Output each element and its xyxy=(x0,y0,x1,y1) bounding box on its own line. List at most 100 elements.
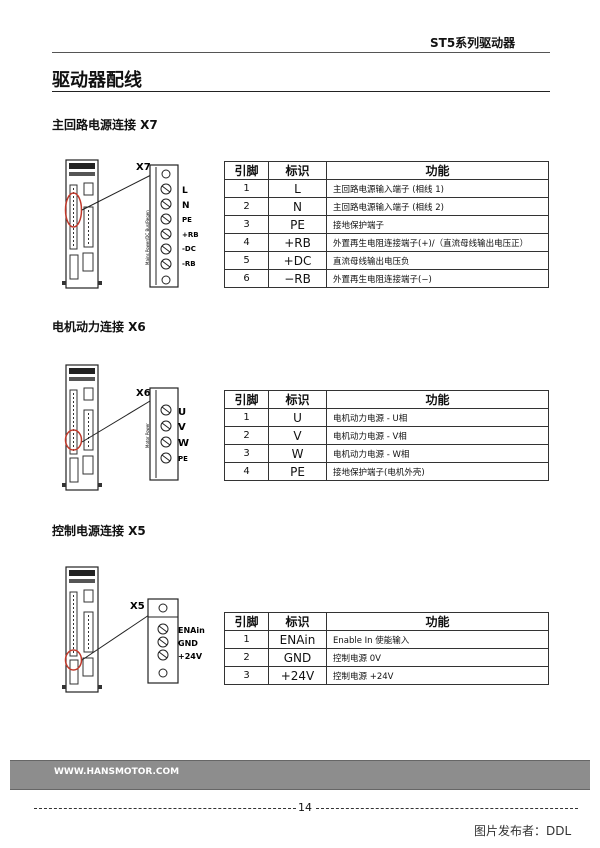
footer-dashed-rule-right xyxy=(316,808,578,809)
terminal-label: N xyxy=(182,201,190,211)
leader-line-x7 xyxy=(81,172,156,211)
terminal-label: V xyxy=(178,422,186,433)
footer-bar xyxy=(10,760,590,790)
terminal-screw-icon xyxy=(160,183,172,195)
function-cell: 控制电源 +24V xyxy=(326,666,549,685)
terminal-screw-icon xyxy=(157,636,169,648)
table-header-row: 引脚 标识 功能 xyxy=(224,161,549,180)
function-cell: 主回路电源输入端子 (相线 1) xyxy=(326,179,549,198)
connector-label-x6: X6 xyxy=(136,388,151,399)
x7-wiring-diagram: X7 Mains Power/DC Bus/Regen L N PE +RB -… xyxy=(62,159,199,289)
terminal-screw-icon xyxy=(160,436,172,448)
x6-wiring-diagram: X6 Motor Power U V W PE xyxy=(62,364,189,491)
terminal-label: +24V xyxy=(178,652,203,661)
terminal-label: -RB xyxy=(182,260,196,268)
drive-unit-x6 xyxy=(62,364,102,491)
page-title: 驱动器配线 xyxy=(52,70,142,91)
column-header: 功能 xyxy=(326,161,549,180)
function-cell: 电机动力电源 - U相 xyxy=(326,408,549,427)
column-header: 功能 xyxy=(326,390,549,409)
terminal-screw-icon xyxy=(160,213,172,225)
section-heading-x6: 电机动力连接 X6 xyxy=(52,320,146,334)
table-header-row: 引脚 标识 功能 xyxy=(224,612,549,631)
terminal-screw-icon xyxy=(157,649,169,661)
signal-cell: ENAin xyxy=(268,630,327,649)
connector-side-text-x7: Mains Power/DC Bus/Regen xyxy=(145,210,150,265)
signal-cell: GND xyxy=(268,648,327,667)
connector-label-x5: X5 xyxy=(130,601,145,612)
column-header: 引脚 xyxy=(224,390,269,409)
function-cell: 接地保护端子 xyxy=(326,215,549,234)
pin-cell: 4 xyxy=(224,233,269,252)
signal-cell: +24V xyxy=(268,666,327,685)
column-header: 标识 xyxy=(268,161,327,180)
function-cell: 控制电源 0V xyxy=(326,648,549,667)
function-cell: 直流母线输出电压负 xyxy=(326,251,549,270)
function-cell: Enable In 使能输入 xyxy=(326,630,549,649)
signal-cell: +DC xyxy=(268,251,327,270)
function-cell: 外置再生电阻连接端子(+)/（直流母线输出电压正） xyxy=(326,233,549,252)
function-cell: 电机动力电源 - V相 xyxy=(326,426,549,445)
terminal-screw-icon xyxy=(160,404,172,416)
footer-url: WWW.HANSMOTOR.COM xyxy=(54,767,180,777)
terminal-label: +RB xyxy=(182,231,199,239)
pin-cell: 4 xyxy=(224,462,269,481)
terminal-screw-icon xyxy=(160,420,172,432)
terminal-label: L xyxy=(182,186,188,196)
pin-cell: 3 xyxy=(224,444,269,463)
connector-side-text-x6: Motor Power xyxy=(145,423,150,448)
x5-wiring-diagram: X5 ENAin GND +24V xyxy=(62,566,205,693)
column-header: 引脚 xyxy=(224,612,269,631)
column-header: 标识 xyxy=(268,612,327,631)
connector-label-x7: X7 xyxy=(136,162,151,173)
terminal-label: GND xyxy=(178,639,198,648)
function-cell: 电机动力电源 - W相 xyxy=(326,444,549,463)
signal-cell: U xyxy=(268,408,327,427)
pin-cell: 1 xyxy=(224,630,269,649)
signal-cell: −RB xyxy=(268,269,327,288)
signal-cell: PE xyxy=(268,215,327,234)
drive-unit-x5 xyxy=(62,566,102,693)
signal-cell: +RB xyxy=(268,233,327,252)
terminal-screw-icon xyxy=(160,243,172,255)
highlight-circle-x5 xyxy=(64,649,83,671)
terminal-screw-icon xyxy=(160,228,172,240)
signal-cell: PE xyxy=(268,462,327,481)
function-cell: 主回路电源输入端子 (相线 2) xyxy=(326,197,549,216)
footer-dashed-rule-left xyxy=(34,808,296,809)
pin-cell: 2 xyxy=(224,197,269,216)
signal-cell: V xyxy=(268,426,327,445)
signal-cell: W xyxy=(268,444,327,463)
terminal-screw-icon xyxy=(160,258,172,270)
section-heading-x5: 控制电源连接 X5 xyxy=(52,524,146,538)
function-cell: 外置再生电阻连接端子(−) xyxy=(326,269,549,288)
terminal-label: U xyxy=(178,407,186,418)
drive-unit-x7 xyxy=(62,159,102,289)
terminal-label: ENAin xyxy=(178,626,205,635)
column-header: 标识 xyxy=(268,390,327,409)
pin-cell: 2 xyxy=(224,426,269,445)
table-header-row: 引脚 标识 功能 xyxy=(224,390,549,409)
pin-cell: 6 xyxy=(224,269,269,288)
pin-cell: 3 xyxy=(224,215,269,234)
header-divider xyxy=(52,52,550,53)
terminal-label: -DC xyxy=(182,245,196,253)
pin-cell: 1 xyxy=(224,179,269,198)
terminal-label: W xyxy=(178,438,189,449)
terminal-screw-icon xyxy=(160,452,172,464)
section-heading-x7: 主回路电源连接 X7 xyxy=(52,118,158,132)
pin-cell: 5 xyxy=(224,251,269,270)
series-title: ST5系列驱动器 xyxy=(430,36,516,50)
